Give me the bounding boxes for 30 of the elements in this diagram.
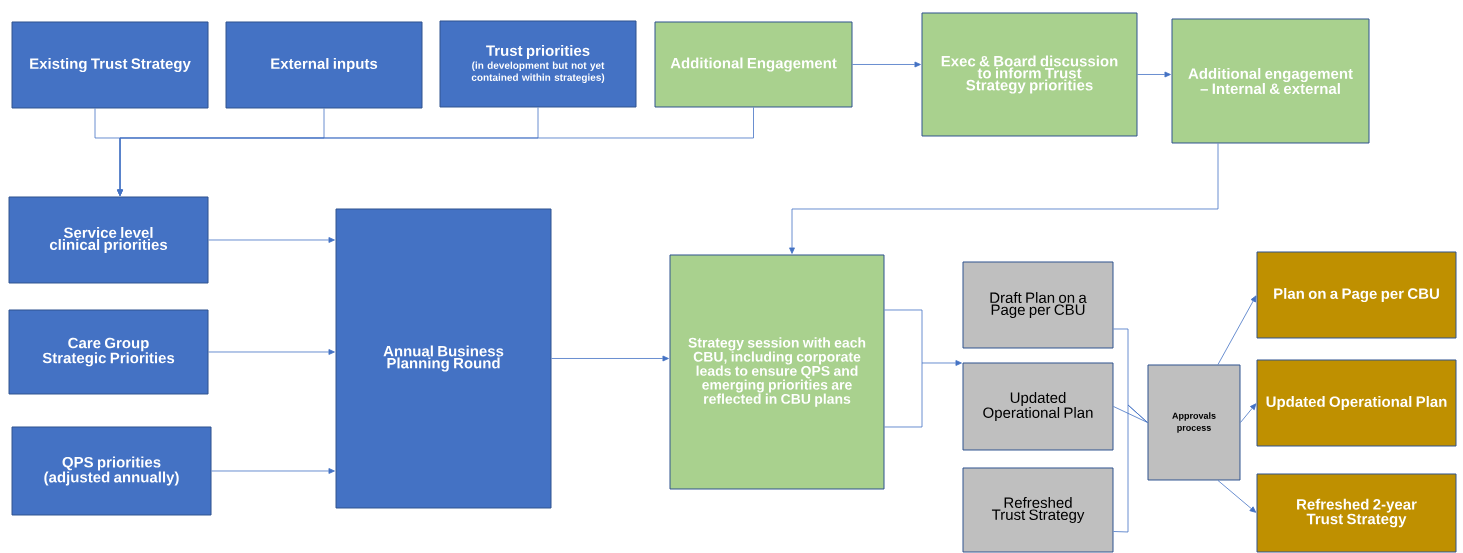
process-box: External inputs [225,21,423,109]
arrow [884,309,962,428]
process-box: Additional Engagement [654,21,853,108]
process-box: Strategy session with each CBU, including corporate leads to ensure QPS and emerging priorities are reflected in CBU plans [669,254,885,490]
arrow [1217,480,1257,513]
process-box: Annual Business Planning Round [335,208,552,509]
process-box: Additional engagement – Internal & external [1171,18,1370,144]
arrow [211,468,335,474]
arrow [1137,71,1171,78]
arrow [551,355,669,362]
arrow [1240,403,1257,423]
document-box: Draft Plan on a Page per CBU [962,261,1114,349]
process-box: Care Group Strategic Priorities [8,309,209,395]
process-box: Service level clinical priorities [8,196,209,284]
process-box: Approvals process [1147,364,1241,481]
arrow [117,107,754,196]
document-box: Updated Operational Plan [962,362,1114,451]
output-box: Updated Operational Plan [1256,359,1457,447]
arrow [1217,295,1257,365]
process-box: Existing Trust Strategy [11,21,209,109]
output-box: Plan on a Page per CBU [1256,251,1457,339]
arrow [852,61,921,68]
arrow [789,143,1219,254]
arrow [208,349,335,355]
process-box: Trust priorities (in development but not yet contained within strategies) [439,20,637,108]
process-box: Exec & Board discussion to inform Trust Strategy priorities [921,12,1138,137]
document-box: Refreshed Trust Strategy [962,467,1114,553]
arrow [208,237,335,243]
process-box: QPS priorities (adjusted annually) [11,426,212,516]
output-box: Refreshed 2-year Trust Strategy [1256,473,1457,553]
